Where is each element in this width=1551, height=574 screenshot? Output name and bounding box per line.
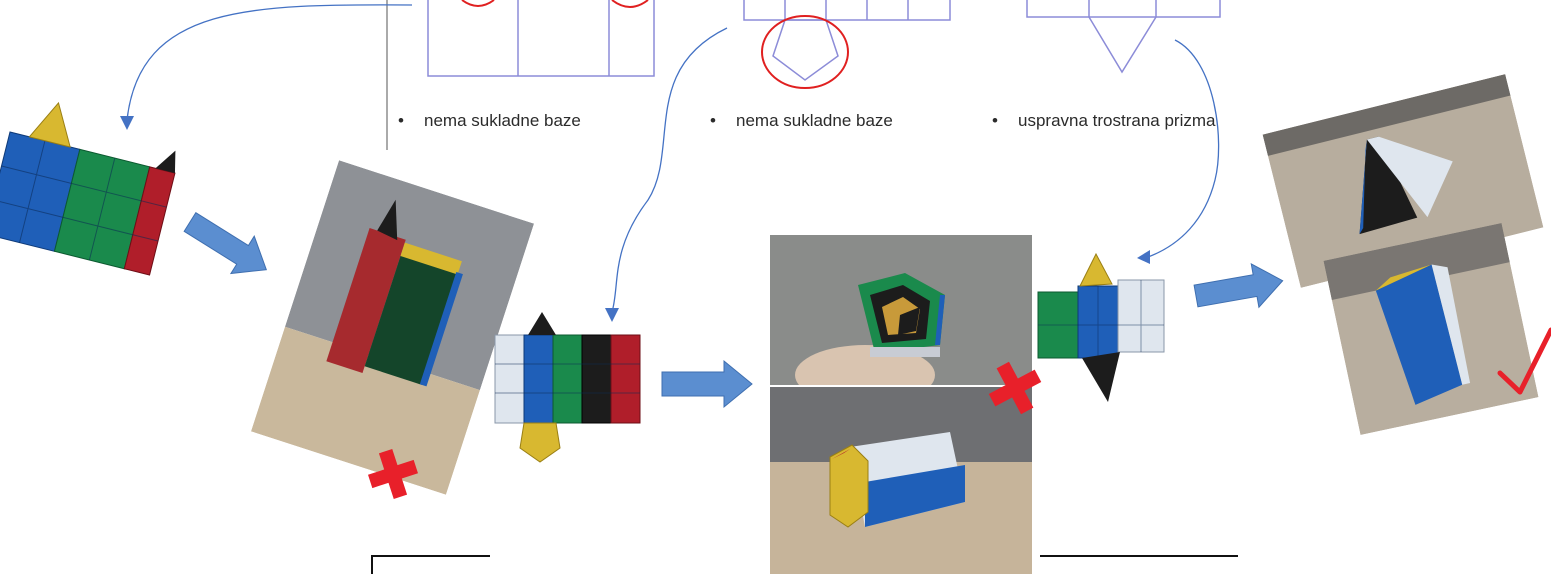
connector-arrows <box>126 4 1220 313</box>
highlight-circle <box>611 0 649 8</box>
photo-attempt-2-side <box>770 387 1032 574</box>
arrow-right-icon <box>1193 262 1284 309</box>
caption-text: nema sukladne baze <box>424 111 581 130</box>
caption-net2: • nema sukladne baze <box>710 110 970 131</box>
connector-arrowhead <box>1137 250 1150 264</box>
highlight-circle <box>761 15 849 89</box>
photo-attempt-2-top <box>770 235 1032 385</box>
arrow-right-icon <box>661 359 753 409</box>
arrow-right-icon <box>183 211 268 275</box>
photo-attempt-1 <box>250 160 535 495</box>
tile-net-1 <box>0 101 176 276</box>
bullet: • <box>398 111 404 130</box>
cross-icon <box>368 449 418 499</box>
bullet: • <box>710 111 716 130</box>
caption-net3: • uspravna trostrana prizma <box>992 110 1217 131</box>
tile-net-2 <box>494 312 641 463</box>
connector-arrowhead <box>120 116 134 130</box>
caption-text: uspravna trostrana prizma <box>1018 111 1216 130</box>
connector-arrowhead <box>605 308 619 322</box>
tile-net-3 <box>1037 252 1165 402</box>
caption-text: nema sukladne baze <box>736 111 893 130</box>
photo-attempt-3-bottom <box>1323 223 1539 435</box>
highlight-circle <box>461 0 495 7</box>
caption-net1: • nema sukladne baze <box>398 110 658 131</box>
bracket-line <box>371 555 490 574</box>
bullet: • <box>992 111 998 130</box>
cross-icon <box>988 361 1042 415</box>
net-drawing-3 <box>1026 0 1221 74</box>
net-drawing-2 <box>743 0 951 81</box>
checkmark-icon <box>1497 327 1551 395</box>
net-drawing-1 <box>427 0 655 77</box>
